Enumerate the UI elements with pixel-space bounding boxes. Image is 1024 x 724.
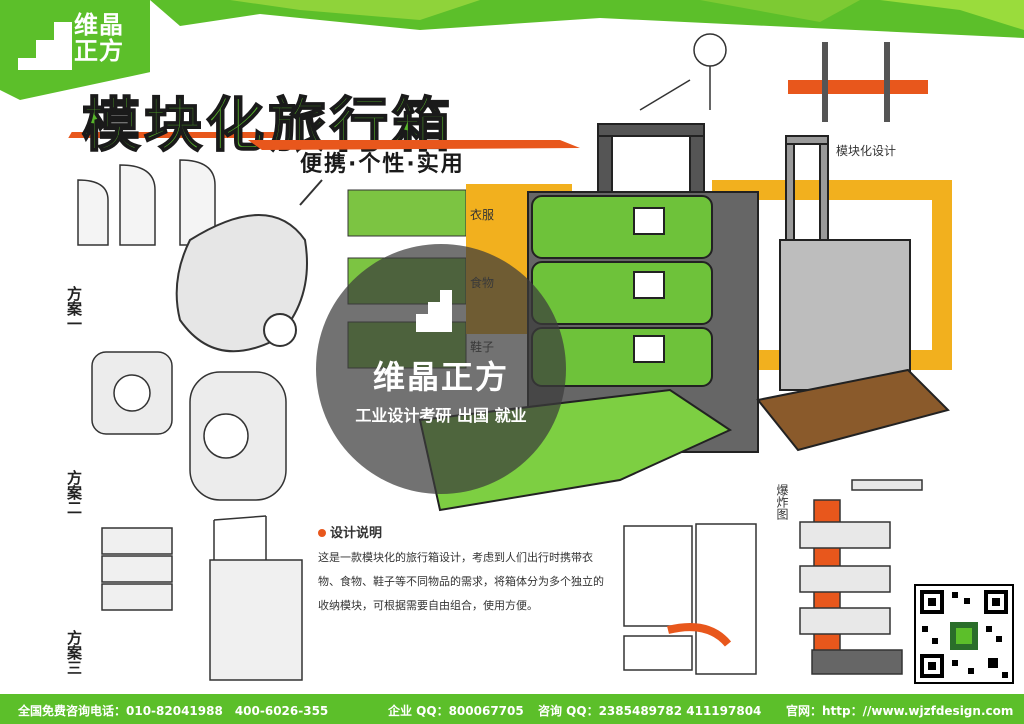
clothes-icon bbox=[347, 189, 467, 237]
design-title: 设计说明 bbox=[318, 522, 382, 541]
bullet-dot bbox=[318, 529, 326, 537]
footer-consult-qq: 咨询 QQ：2385489782 411197804 bbox=[538, 704, 762, 718]
scheme1-suitcase bbox=[175, 179, 323, 353]
sketch-artwork bbox=[77, 33, 952, 681]
footer-website-link[interactable]: 官网：http：//www.wjzfdesign.com bbox=[786, 704, 1014, 718]
footer-company-qq: 企业 QQ：800067705 bbox=[388, 704, 524, 718]
bottle-sketches bbox=[77, 159, 216, 246]
module-note: 模块化设计 bbox=[836, 144, 897, 158]
walking-figure-sketch bbox=[639, 33, 727, 111]
design-title-text: 设计说明 bbox=[330, 526, 383, 541]
footer-hotline: 全国免费咨询电话：010-82041988 400-6026-355 bbox=[18, 704, 329, 718]
footer-bar: 全国免费咨询电话：010-82041988 400-6026-355 企业 QQ… bbox=[0, 694, 1024, 724]
watermark-tagline: 工业设计考研 出国 就业 bbox=[355, 406, 527, 425]
trolley-frame-sketch bbox=[788, 42, 928, 122]
brand-name: 维晶正方 bbox=[74, 11, 124, 65]
technical-drawing bbox=[623, 523, 757, 675]
scheme3-sketches bbox=[101, 515, 303, 681]
page-subtitle: 便携·个性·实用 bbox=[300, 152, 465, 177]
scheme2-label: 方案二 bbox=[65, 470, 83, 515]
design-description: 这是一款模块化的旅行箱设计，考虑到人们出行时携带衣物、食物、鞋子等不同物品的需求… bbox=[318, 551, 604, 612]
qr-code[interactable] bbox=[914, 584, 1014, 684]
scheme3-label: 方案三 bbox=[65, 630, 83, 675]
qr-pattern bbox=[920, 590, 1008, 678]
brand-logo[interactable]: 维晶正方 bbox=[0, 0, 150, 100]
top-banner bbox=[0, 0, 1024, 60]
scheme1-label: 方案一 bbox=[65, 286, 83, 331]
banner-graphic bbox=[150, 0, 1024, 38]
exploded-view bbox=[799, 479, 923, 675]
watermark-logo-icon bbox=[416, 290, 452, 332]
icon-label-clothes: 衣服 bbox=[470, 208, 495, 222]
watermark: 维晶正方 工业设计考研 出国 就业 bbox=[316, 244, 566, 494]
scheme2-sketches bbox=[91, 351, 287, 501]
watermark-brand: 维晶正方 bbox=[372, 358, 509, 396]
trolley-sketch bbox=[756, 135, 950, 452]
explosion-label: 爆炸图 bbox=[775, 484, 789, 520]
